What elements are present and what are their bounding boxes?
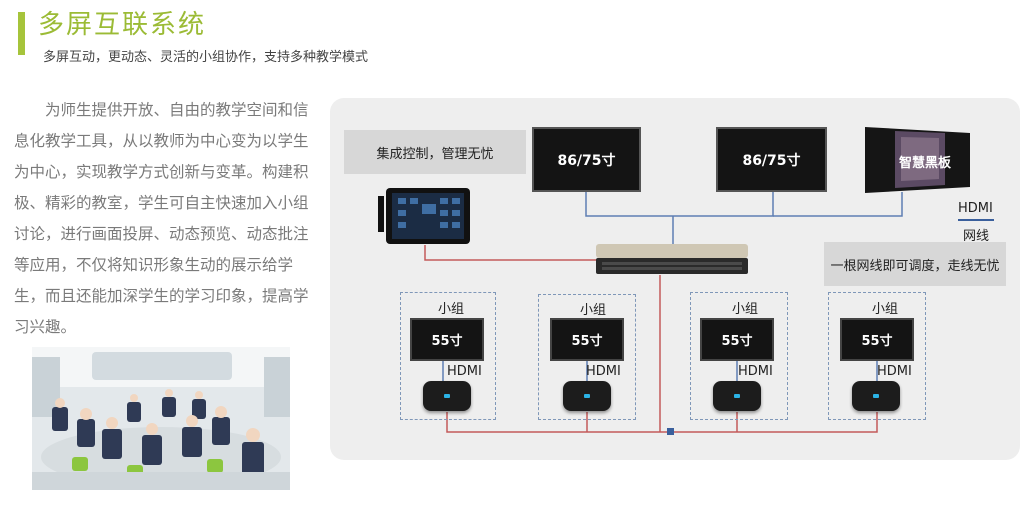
group-box-4: [828, 292, 926, 420]
group-2-receiver-box: [563, 381, 611, 411]
group-box-2: [538, 294, 636, 420]
receiver-indicator-icon: [584, 394, 590, 398]
receiver-indicator-icon: [873, 394, 879, 398]
legend-hdmi-line: [958, 219, 994, 221]
group-1-hdmi-label: HDMI: [447, 364, 482, 379]
legend-network-label: 网线: [963, 229, 990, 244]
legend-hdmi-label: HDMI: [958, 201, 993, 216]
page-title: 多屏互联系统: [38, 10, 207, 40]
group-3-hdmi-label: HDMI: [738, 364, 773, 379]
group-1-label: 小组: [438, 302, 465, 317]
smart-blackboard: 智慧黑板: [865, 127, 970, 193]
intro-paragraph: 为师生提供开放、自由的教学空间和信息化教学工具，从以教师为中心变为以学生为中心，…: [14, 101, 309, 336]
large-display-right: 86/75寸: [716, 127, 827, 192]
classroom-photo: [32, 347, 290, 490]
control-tablet: [378, 188, 470, 244]
group-1-screen: 55寸: [410, 318, 484, 361]
group-1-receiver-box: [423, 381, 471, 411]
central-switch: [596, 244, 748, 274]
group-2-label: 小组: [580, 303, 607, 318]
group-3-screen: 55寸: [700, 318, 774, 361]
page-subtitle: 多屏互动，更动态、灵活的小组协作，支持多种教学模式: [43, 50, 369, 65]
group-4-label: 小组: [872, 302, 899, 317]
smart-blackboard-label: 智慧黑板: [899, 156, 952, 171]
group-2-screen: 55寸: [550, 318, 624, 361]
group-4-hdmi-label: HDMI: [877, 364, 912, 379]
group-4-receiver-box: [852, 381, 900, 411]
group-box-3: [690, 292, 788, 420]
control-caption: 集成控制，管理无忧: [344, 130, 526, 174]
network-caption: 一根网线即可调度，走线无忧: [824, 242, 1006, 286]
title-accent-bar: [18, 12, 25, 55]
group-box-1: [400, 292, 496, 420]
group-3-receiver-box: [713, 381, 761, 411]
group-4-screen: 55寸: [840, 318, 914, 361]
group-3-label: 小组: [732, 302, 759, 317]
large-display-left: 86/75寸: [532, 127, 641, 192]
group-2-hdmi-label: HDMI: [586, 364, 621, 379]
receiver-indicator-icon: [734, 394, 740, 398]
receiver-indicator-icon: [444, 394, 450, 398]
